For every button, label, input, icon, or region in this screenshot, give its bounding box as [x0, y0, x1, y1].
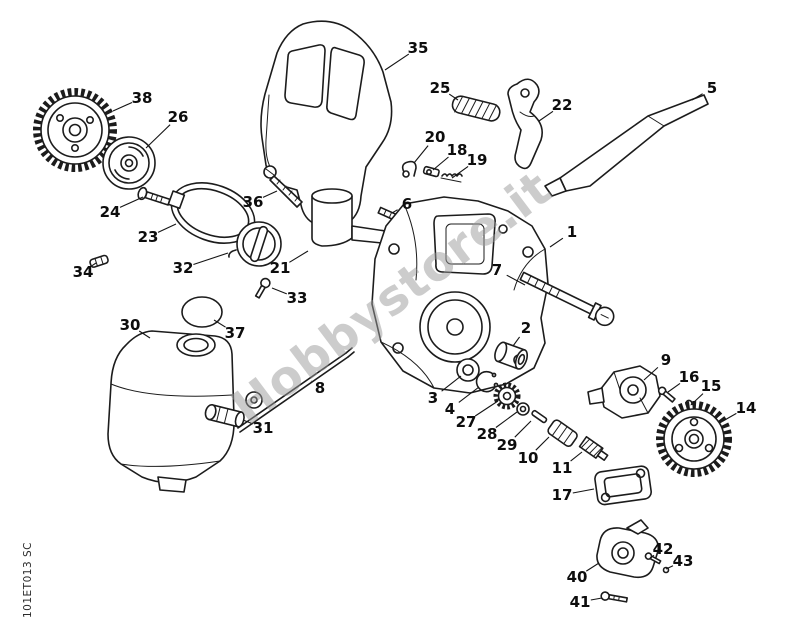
- leader-line-2: [512, 336, 521, 347]
- part-pickup-body-31: [204, 403, 245, 428]
- leader-line-11: [570, 451, 583, 462]
- leader-line-30: [138, 330, 151, 339]
- part-bracket-17: [594, 465, 652, 506]
- leader-line-29: [514, 420, 532, 438]
- part-bearing-2: [494, 341, 529, 370]
- part-lever-18: [422, 165, 440, 178]
- part-tank-cap-32: [228, 221, 282, 267]
- leader-line-19: [451, 165, 469, 179]
- part-ring-gear-38: [33, 88, 117, 172]
- leader-line-31: [242, 419, 254, 425]
- leader-line-22: [538, 110, 554, 122]
- leader-line-42: [649, 554, 655, 559]
- part-circlip-4: [475, 370, 499, 393]
- part-screw-24: [137, 186, 171, 206]
- part-worm-gear-11: [578, 435, 609, 462]
- leader-line-23: [157, 223, 177, 233]
- leader-line-43: [665, 565, 674, 570]
- leader-line-7: [506, 274, 526, 286]
- leader-line-9: [643, 366, 659, 381]
- leader-line-34: [91, 262, 97, 267]
- leader-line-21: [289, 250, 309, 263]
- part-spring-19: [440, 173, 463, 183]
- leader-line-3: [441, 375, 462, 392]
- leader-line-20: [413, 145, 429, 164]
- leader-line-35: [384, 53, 410, 71]
- part-washer-28: [516, 402, 530, 416]
- part-chain-sprocket-14: [656, 401, 732, 477]
- leader-line-16: [667, 382, 681, 393]
- part-pump-gear-27: [493, 382, 521, 410]
- leader-line-4: [458, 386, 480, 403]
- leader-line-17: [572, 488, 595, 494]
- leader-line-27: [474, 400, 499, 417]
- callout-leader-lines: [91, 53, 737, 601]
- part-hand-guard-lever-22: [507, 78, 543, 170]
- leader-line-26: [145, 124, 171, 149]
- leader-line-1: [549, 237, 564, 248]
- part-rod-8: [237, 347, 355, 433]
- leader-line-32: [193, 252, 229, 266]
- leader-line-5: [691, 93, 703, 101]
- part-screw-41: [600, 591, 628, 603]
- part-screw-7: [519, 271, 615, 327]
- leader-line-37: [213, 319, 226, 328]
- leader-line-28: [495, 411, 518, 428]
- leader-line-6: [391, 209, 398, 214]
- part-coupling-10: [547, 419, 578, 447]
- part-screw-33: [254, 277, 271, 299]
- part-oil-tank-30: [107, 330, 235, 493]
- part-o-ring-37: [181, 296, 223, 328]
- part-screw-16: [657, 386, 676, 403]
- leader-line-36: [262, 190, 278, 198]
- part-oil-pump-9: [587, 365, 661, 419]
- part-pin-29: [531, 409, 548, 424]
- part-spring-25: [451, 95, 501, 122]
- leader-line-41: [590, 597, 603, 601]
- part-brake-cover-40: [596, 519, 660, 579]
- part-clutch-drum-26: [102, 136, 156, 190]
- part-screw-36: [263, 165, 303, 208]
- leader-line-24: [119, 196, 144, 208]
- part-deflector-5: [544, 94, 709, 197]
- leader-line-10: [535, 436, 550, 451]
- leader-line-40: [586, 562, 600, 572]
- leader-line-14: [722, 412, 737, 422]
- doc-code-text: 101ET013 SC: [22, 542, 34, 618]
- leader-line-15: [692, 393, 704, 404]
- part-hook-20: [401, 160, 417, 178]
- doc-code: 101ET013 SC: [22, 542, 98, 629]
- leader-line-25: [448, 93, 459, 101]
- part-washer-3: [456, 358, 480, 382]
- leader-line-33: [271, 287, 288, 295]
- leader-line-18: [432, 156, 449, 171]
- leader-line-38: [112, 101, 133, 112]
